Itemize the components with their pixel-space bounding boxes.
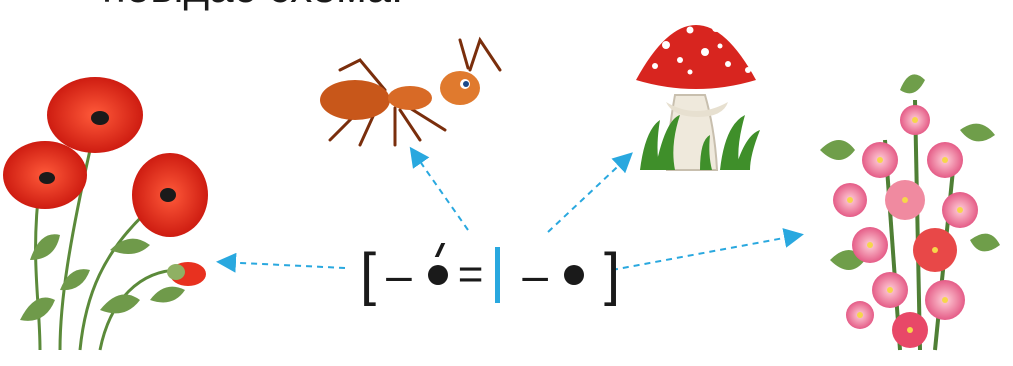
arrow-to-mushroom xyxy=(547,152,633,233)
vowel-dot xyxy=(564,265,585,285)
consonant-dash: – xyxy=(386,249,412,301)
poppy-flower xyxy=(132,153,208,237)
poppy-flower xyxy=(47,77,143,153)
heading-text: повідає схема: xyxy=(102,0,403,10)
soft-consonant-mark: = xyxy=(457,250,484,299)
arrow-to-ant xyxy=(409,146,469,231)
mallow-picture xyxy=(820,74,1000,351)
mushroom-picture xyxy=(636,15,760,171)
ant-picture xyxy=(320,36,502,147)
close-bracket: ] xyxy=(604,242,621,307)
poppy-flower xyxy=(3,141,87,209)
stressed-vowel-dot xyxy=(427,243,448,285)
syllable-divider xyxy=(495,247,501,303)
consonant-dash: – xyxy=(522,249,549,301)
arrow-to-poppy xyxy=(216,252,346,273)
stress-mark-icon xyxy=(434,243,445,257)
open-bracket: [ xyxy=(360,242,377,307)
poppy-bud xyxy=(167,262,206,286)
sound-scheme: [ – = – ] xyxy=(360,240,620,310)
arrow-to-mallow xyxy=(611,228,804,271)
poppy-picture xyxy=(3,77,208,351)
